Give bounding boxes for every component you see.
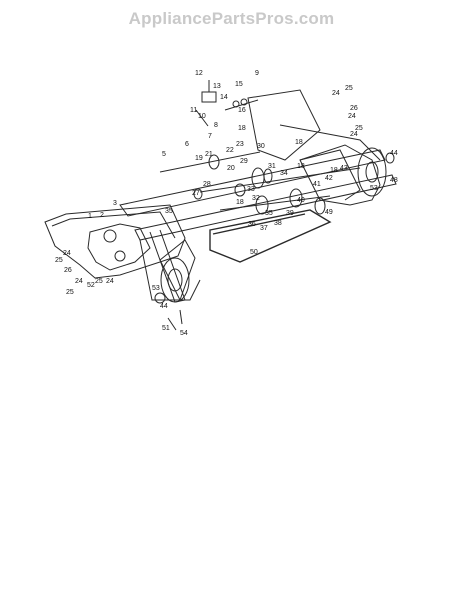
callout-44b: 44 <box>160 303 168 310</box>
callout-14: 14 <box>220 94 228 101</box>
callout-5: 5 <box>162 151 166 158</box>
callout-49: 49 <box>325 209 333 216</box>
callout-42: 42 <box>325 175 333 182</box>
callout-24: 24 <box>332 90 340 97</box>
callout-32: 32 <box>252 195 260 202</box>
callout-37: 37 <box>260 225 268 232</box>
callout-18c: 18 <box>297 163 305 170</box>
callout-35b: 35 <box>165 208 173 215</box>
shaft-assembly <box>159 151 395 215</box>
callout-16: 16 <box>238 107 246 114</box>
callout-40: 40 <box>297 197 305 204</box>
callout-34: 34 <box>280 170 288 177</box>
callout-19: 19 <box>195 155 203 162</box>
callout-54: 54 <box>180 330 188 337</box>
callout-36: 36 <box>248 221 256 228</box>
callout-24d: 24 <box>63 250 71 257</box>
callout-30: 30 <box>257 143 265 150</box>
callout-26b: 26 <box>64 267 72 274</box>
watermark-logo: AppliancePartsPros.com <box>128 9 335 28</box>
main-frame-rails <box>119 89 397 303</box>
callout-51: 51 <box>162 325 170 332</box>
callout-35: 35 <box>265 210 273 217</box>
callout-3: 3 <box>113 200 117 207</box>
callout-48: 48 <box>390 177 398 184</box>
callout-labels: 12 13 15 9 14 16 11 10 8 7 18 23 6 5 19 … <box>55 70 398 337</box>
callout-1: 1 <box>88 213 92 220</box>
drive-belt <box>209 209 332 263</box>
callout-10: 10 <box>198 113 206 120</box>
callout-20: 20 <box>227 165 235 172</box>
callout-39: 39 <box>286 210 294 217</box>
callout-18b: 18 <box>295 139 303 146</box>
callout-26: 26 <box>350 105 358 112</box>
callout-12: 12 <box>195 70 203 77</box>
callout-53: 53 <box>370 185 378 192</box>
callout-27: 27 <box>192 190 200 197</box>
callout-6: 6 <box>185 141 189 148</box>
callout-41: 41 <box>313 181 321 188</box>
left-wheel <box>159 239 196 303</box>
callout-22: 22 <box>226 147 234 154</box>
callout-25d: 25 <box>66 289 74 296</box>
callout-2: 2 <box>100 212 104 219</box>
callout-18: 18 <box>238 125 246 132</box>
callout-31: 31 <box>268 163 276 170</box>
callout-13: 13 <box>213 83 221 90</box>
callout-44: 44 <box>390 150 398 157</box>
callout-28: 28 <box>203 181 211 188</box>
callout-52: 52 <box>87 282 95 289</box>
top-bracket-hardware <box>195 80 259 127</box>
callout-18d: 18 <box>236 199 244 206</box>
callout-24c: 24 <box>350 131 358 138</box>
callout-33: 33 <box>247 186 255 193</box>
callout-21: 21 <box>205 151 213 158</box>
parts-diagram: 12 13 15 9 14 16 11 10 8 7 18 23 6 5 19 … <box>44 70 398 337</box>
callout-29: 29 <box>240 158 248 165</box>
callout-18e: 18 <box>330 167 338 174</box>
callout-24e: 24 <box>75 278 83 285</box>
callout-23: 23 <box>236 141 244 148</box>
callout-38: 38 <box>274 220 282 227</box>
callout-25c: 25 <box>55 257 63 264</box>
callout-9: 9 <box>255 70 259 77</box>
callout-25b: 25 <box>355 125 363 132</box>
callout-11: 11 <box>190 107 197 114</box>
callout-24f: 24 <box>106 278 114 285</box>
callout-24b: 24 <box>348 113 356 120</box>
callout-43: 43 <box>340 165 348 172</box>
callout-7: 7 <box>208 133 212 140</box>
right-frame-plate <box>299 144 387 206</box>
callout-15: 15 <box>235 81 243 88</box>
callout-25: 25 <box>345 85 353 92</box>
callout-8: 8 <box>214 122 218 129</box>
left-frame-plate <box>44 204 186 279</box>
bottom-hardware <box>154 292 183 331</box>
callout-53b: 53 <box>152 285 160 292</box>
callout-25e: 25 <box>95 278 103 285</box>
callout-50: 50 <box>250 249 258 256</box>
